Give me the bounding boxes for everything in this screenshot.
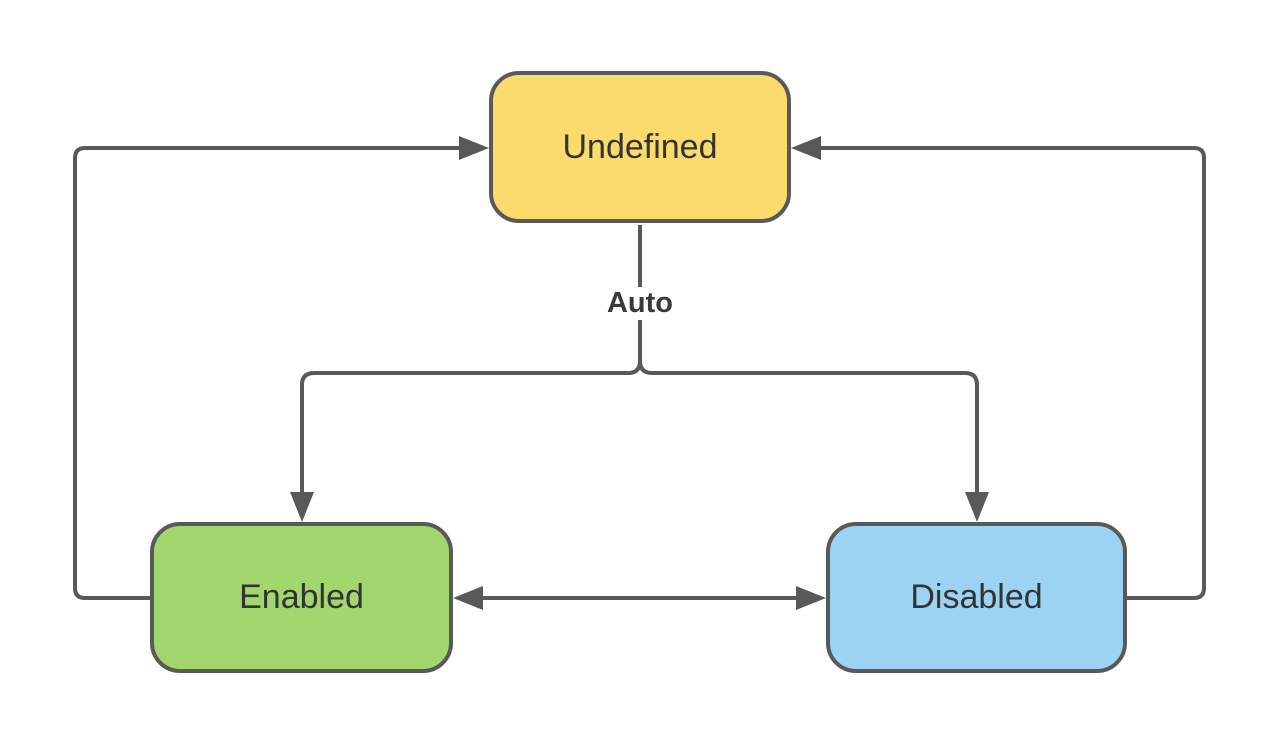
- edge-undefined-to-enabled: [300, 350, 642, 494]
- arrowhead-into-enabled-top: [290, 492, 314, 522]
- node-enabled: Enabled: [150, 522, 453, 673]
- arrowhead-into-enabled-right: [453, 586, 483, 610]
- node-enabled-label: Enabled: [239, 578, 364, 616]
- edge-enabled-to-undefined: [73, 146, 460, 600]
- arrowhead-into-undefined-right: [791, 136, 821, 160]
- arrowhead-into-undefined-left: [459, 136, 489, 160]
- node-disabled-label: Disabled: [910, 578, 1043, 616]
- node-undefined: Undefined: [489, 71, 791, 223]
- arrowhead-into-disabled-left: [796, 586, 826, 610]
- node-undefined-label: Undefined: [562, 127, 718, 166]
- edge-undefined-to-disabled: [638, 350, 979, 494]
- node-disabled: Disabled: [826, 522, 1127, 673]
- edge-disabled-to-undefined: [820, 146, 1206, 600]
- arrowhead-into-disabled-top: [965, 492, 989, 522]
- edge-label-auto: Auto: [599, 287, 681, 320]
